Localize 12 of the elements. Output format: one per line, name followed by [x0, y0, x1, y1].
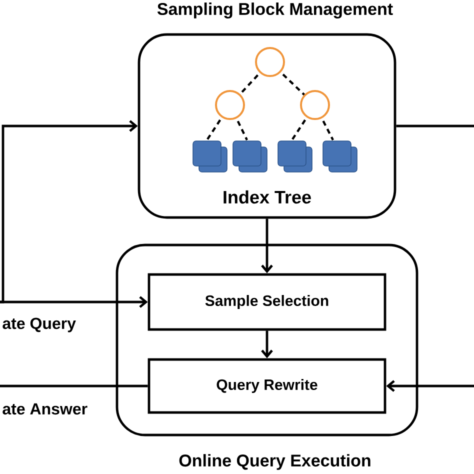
node-label: Online Query Execution [179, 454, 370, 470]
group-box: Sampling Block Management Index Tree [138, 2, 396, 219]
arrow [261, 330, 273, 358]
edge-label: ate Answer [1, 402, 89, 416]
arrow [0, 120, 138, 304]
arrow [386, 380, 474, 392]
process-box: Query Rewrite [148, 358, 386, 414]
process-box: Sample Selection [148, 273, 386, 331]
arrow [261, 218, 273, 274]
arrow [0, 296, 148, 308]
node-label: Sampling Block Management [157, 2, 393, 18]
edge-label: ate Query [1, 316, 78, 334]
